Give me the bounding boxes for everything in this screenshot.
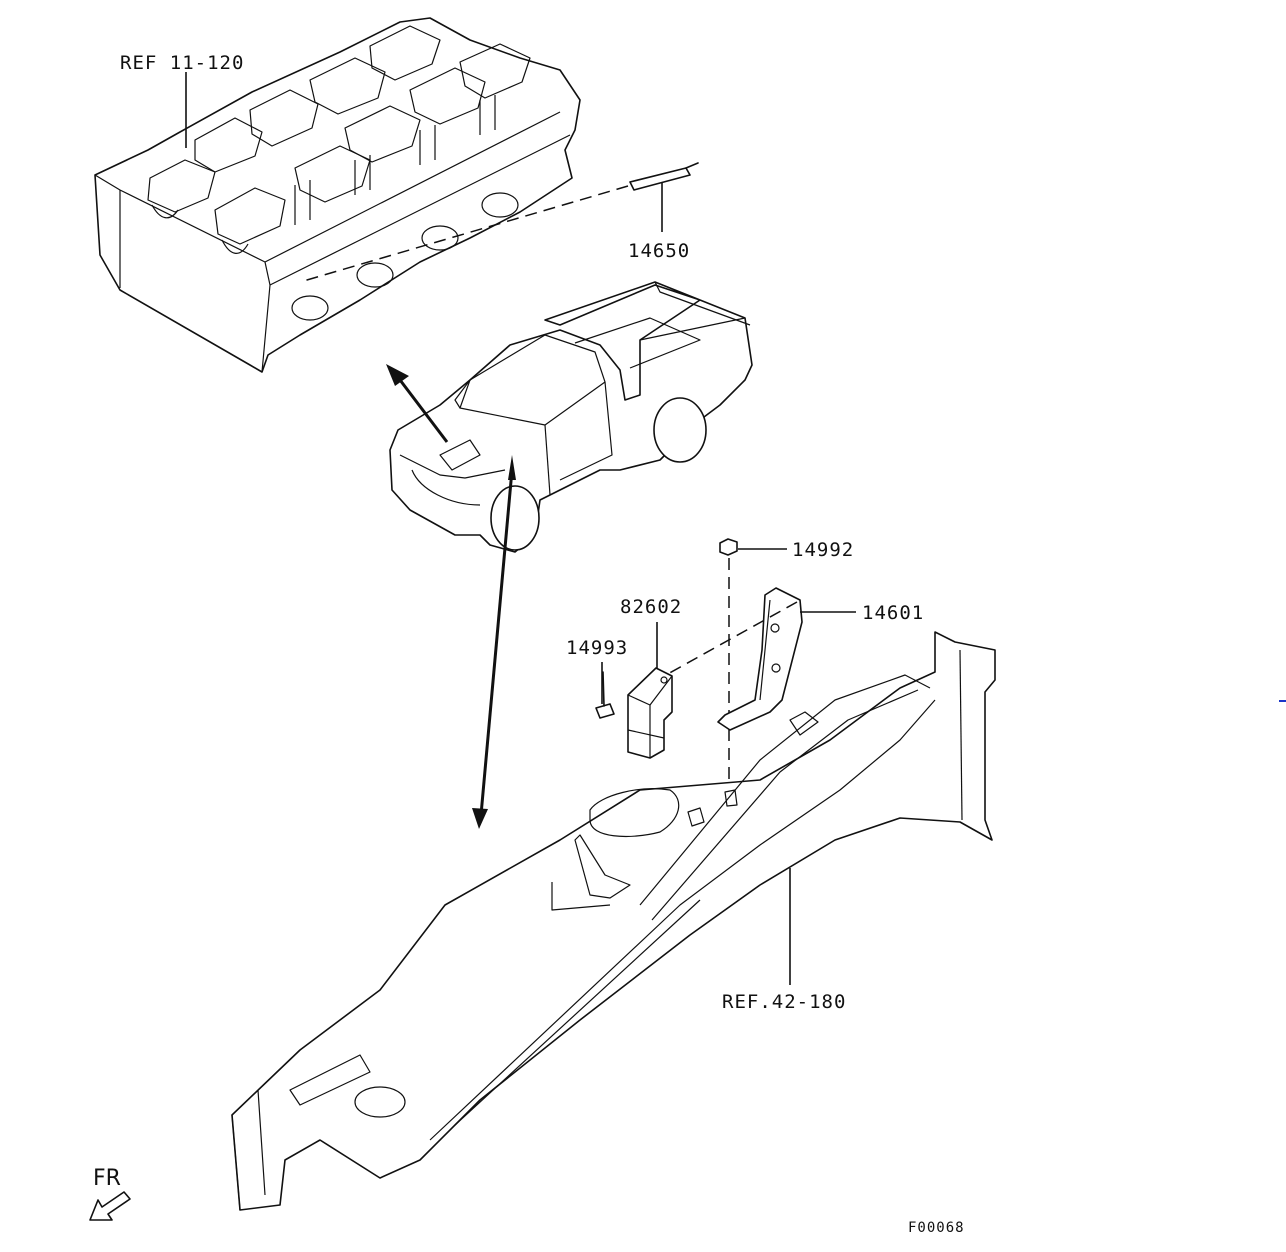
pointer-arrow-engine xyxy=(395,375,449,443)
bolt-part-number: 14993 xyxy=(566,637,628,659)
pointer-arrow-bracket xyxy=(479,469,514,816)
cylinder-head-ref-label: REF 11-120 xyxy=(120,52,244,74)
truck-drawing xyxy=(389,281,753,553)
arrow-head-down-icon xyxy=(472,808,488,829)
bracket-dash-line xyxy=(665,601,798,676)
bolt-drawing xyxy=(595,671,615,719)
arrow-head-up-icon xyxy=(386,364,409,386)
bracket-82602-part-number: 82602 xyxy=(620,596,682,618)
figure-code: F00068 xyxy=(908,1220,965,1236)
glow-plug-drawing xyxy=(629,162,699,191)
cylinder-head-drawing xyxy=(94,17,581,373)
glow-plug-part-number: 14650 xyxy=(628,240,690,262)
bracket-14601-drawing xyxy=(717,587,803,731)
front-orientation-label: FR xyxy=(93,1166,121,1191)
nut-part-number: 14992 xyxy=(792,539,854,561)
arrow-head-top-icon xyxy=(508,455,516,480)
nut-drawing xyxy=(719,538,738,556)
body-ref-label: REF.42-180 xyxy=(722,991,846,1013)
bracket-14601-part-number: 14601 xyxy=(862,602,924,624)
body-panel-drawing xyxy=(231,631,996,1211)
arrow-down-left-icon xyxy=(89,1191,131,1221)
bracket-82602-drawing xyxy=(627,667,673,759)
